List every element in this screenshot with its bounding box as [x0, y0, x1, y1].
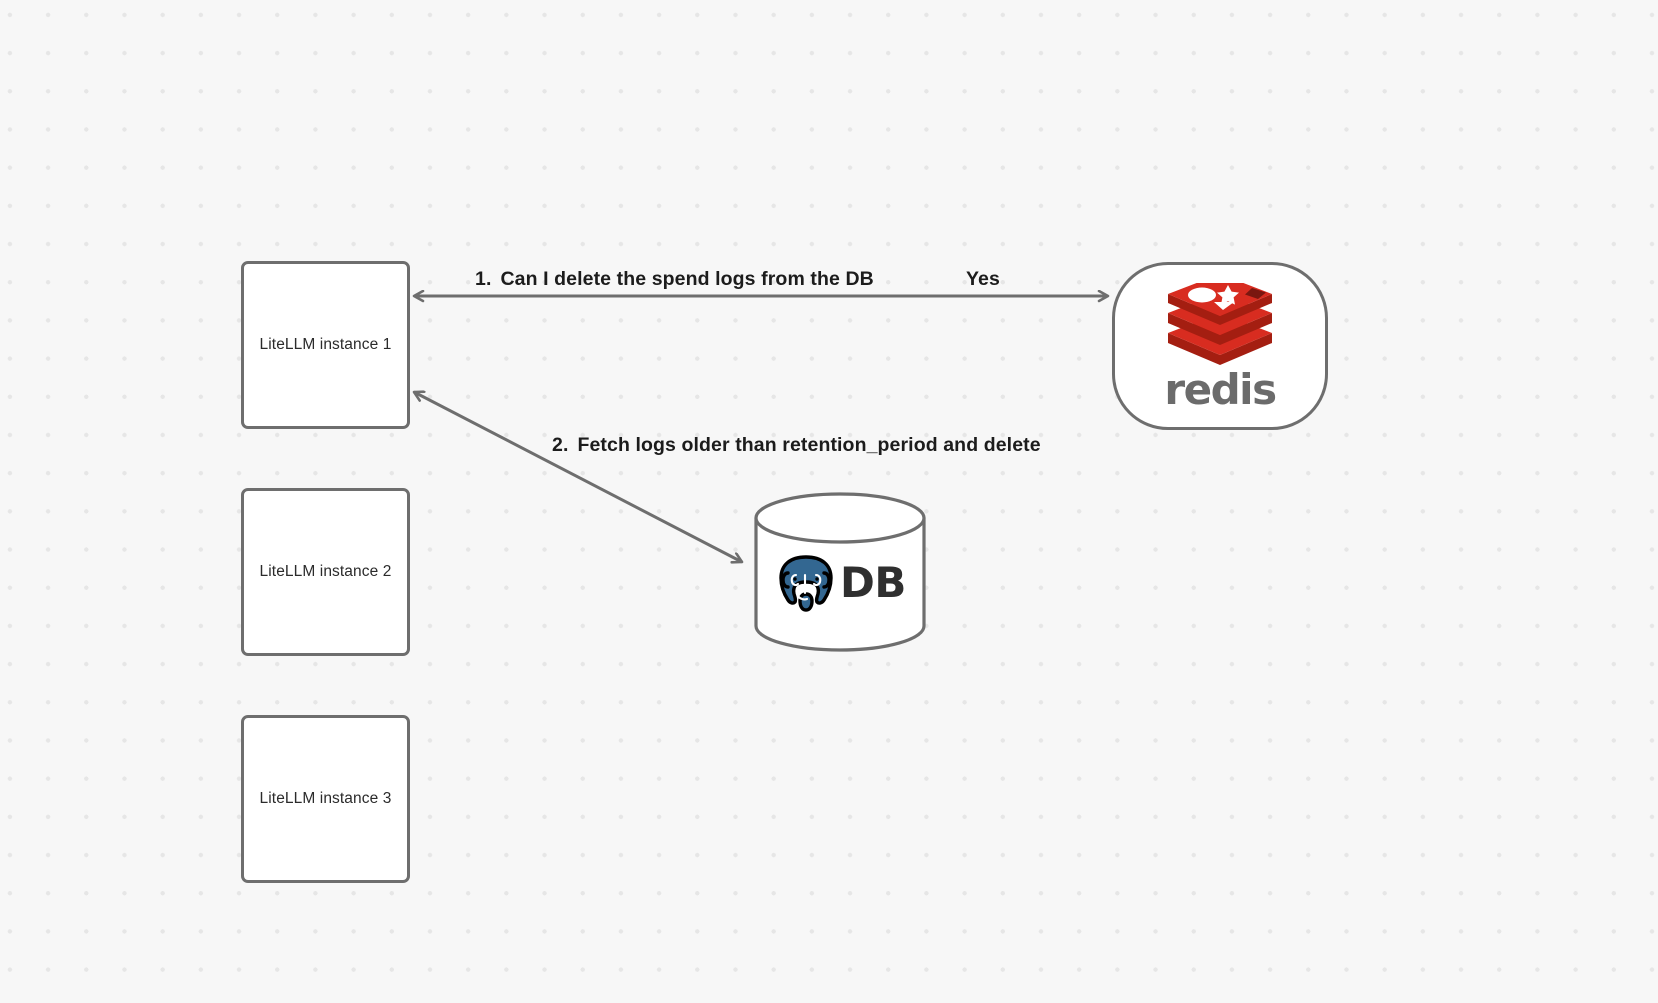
node-label: LiteLLM instance 2	[259, 563, 392, 580]
edge-1-text: Can I delete the spend logs from the DB	[500, 268, 874, 290]
redis-logo-wrap: redis	[1162, 283, 1278, 411]
node-litellm-instance-2[interactable]: LiteLLM instance 2	[241, 488, 410, 656]
redis-stack-icon	[1168, 283, 1272, 365]
edge-1-label: 1. Can I delete the spend logs from the D…	[475, 268, 874, 291]
edge-2-line	[414, 392, 742, 562]
edge-2-number: 2.	[552, 434, 569, 456]
edge-2-label: 2. Fetch logs older than retention_period…	[552, 434, 1041, 457]
node-redis[interactable]: redis	[1112, 262, 1328, 430]
db-content-wrap: DB	[753, 492, 927, 652]
edge-1-reply-label: Yes	[966, 268, 1000, 291]
db-label: DB	[840, 558, 906, 607]
node-litellm-instance-3[interactable]: LiteLLM instance 3	[241, 715, 410, 883]
postgresql-elephant-icon	[779, 555, 833, 612]
node-label: LiteLLM instance 3	[259, 790, 392, 807]
edge-2-text: Fetch logs older than retention_period a…	[577, 434, 1041, 456]
edge-1-reply-text: Yes	[966, 268, 1000, 290]
node-litellm-instance-1[interactable]: LiteLLM instance 1	[241, 261, 410, 429]
node-postgres-db[interactable]: DB	[753, 492, 927, 652]
node-label: LiteLLM instance 1	[259, 336, 392, 353]
edge-1-number: 1.	[475, 268, 492, 290]
redis-wordmark: redis	[1164, 365, 1277, 414]
cylinder-shape	[754, 492, 926, 652]
